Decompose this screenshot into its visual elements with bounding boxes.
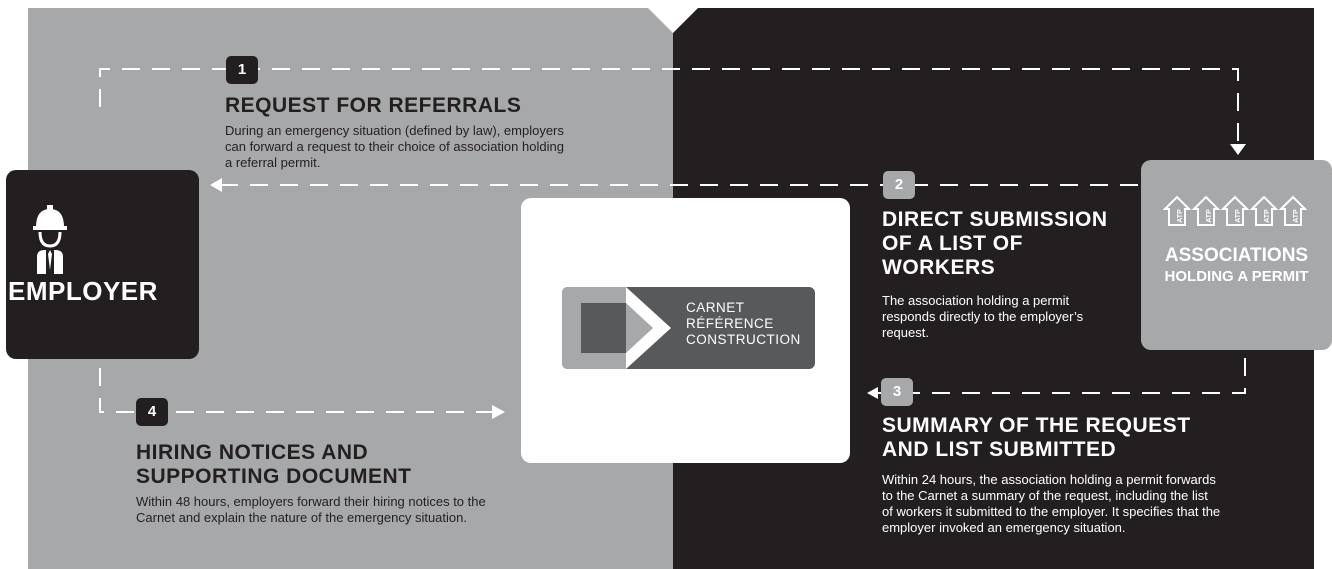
associations-sublabel: HOLDING A PERMIT: [1164, 268, 1309, 285]
step-1-title: REQUEST FOR REFERRALS: [225, 94, 522, 117]
svg-text:ATP: ATP: [1293, 209, 1300, 223]
step-2-desc-line: request.: [882, 325, 929, 340]
step-2-title-line: DIRECT SUBMISSION: [882, 208, 1108, 231]
flow-line-1: [99, 68, 1239, 142]
atp-house-icon: ATP: [1163, 195, 1192, 226]
step-1-desc-line: a referral permit.: [225, 155, 321, 170]
associations-box: ATP ATP ATP ATP ATP ASSOCIATIONS HOLDING A P…: [1141, 160, 1332, 350]
step-2-desc-line: The association holding a permit: [882, 293, 1070, 308]
atp-house-icon-group: ATP ATP ATP ATP ATP: [1163, 195, 1308, 226]
employer-label: EMPLOYER: [8, 276, 158, 306]
svg-text:ATP: ATP: [1177, 209, 1184, 223]
step-3-desc-line: employer invoked an emergency situation.: [882, 520, 1126, 535]
step-3-title-line: AND LIST SUBMITTED: [882, 438, 1117, 461]
step-3-desc-line: to the Carnet a summary of the request, …: [882, 488, 1208, 503]
step-3-desc: Within 24 hours, the association holding…: [882, 472, 1220, 536]
construction-worker-icon: [33, 205, 67, 274]
flow-line-4: [99, 368, 492, 413]
step-4-title: HIRING NOTICES AND SUPPORTING DOCUMENT: [136, 441, 412, 489]
carnet-line2: RÉFÉRENCE: [686, 316, 774, 331]
step-1-badge: 1: [226, 56, 258, 84]
step-2-title-line: WORKERS: [882, 256, 996, 279]
step-4-desc: Within 48 hours, employers forward their…: [136, 494, 486, 526]
step-3-title: SUMMARY OF THE REQUEST AND LIST SUBMITTE…: [882, 414, 1191, 462]
step-4-title-line: HIRING NOTICES AND: [136, 441, 369, 464]
arrowhead-left: [210, 178, 222, 192]
arrowhead-left-3: [867, 387, 878, 399]
atp-house-icon: ATP: [1249, 195, 1279, 226]
carnet-line1: CARNET: [686, 300, 745, 315]
atp-house-icon: ATP: [1278, 195, 1308, 226]
step-3-title-line: SUMMARY OF THE REQUEST: [882, 414, 1191, 437]
step-4-badge: 4: [136, 398, 168, 426]
step-1-desc-line: can forward a request to their choice of…: [225, 139, 564, 154]
step-2-title: DIRECT SUBMISSION OF A LIST OF WORKERS: [882, 208, 1108, 280]
employer-panel: [28, 8, 673, 569]
step-4-title-line: SUPPORTING DOCUMENT: [136, 465, 412, 488]
step-3-desc-line: of workers it submitted to the employer.…: [882, 504, 1221, 519]
step-3-badge: 3: [881, 378, 913, 406]
flow-line-3: [878, 358, 1246, 394]
step-2-desc: The association holding a permit respond…: [882, 293, 1083, 341]
employer-box: EMPLOYER: [6, 170, 199, 359]
svg-text:ATP: ATP: [1206, 209, 1213, 223]
atp-house-icon: ATP: [1220, 195, 1250, 226]
associations-label: ASSOCIATIONS: [1164, 245, 1309, 266]
step-2-title-line: OF A LIST OF: [882, 232, 1023, 255]
step-1-desc-line: During an emergency situation (defined b…: [225, 123, 564, 138]
carnet-line3: CONSTRUCTION: [686, 332, 801, 347]
atp-house-icon: ATP: [1191, 195, 1221, 226]
step-2-desc-line: responds directly to the employer’s: [882, 309, 1084, 324]
arrowhead-right: [492, 405, 505, 419]
arrowhead-down: [1230, 144, 1246, 155]
step-4-desc-line: Carnet and explain the nature of the eme…: [136, 510, 467, 525]
carnet-box: CARNET RÉFÉRENCE CONSTRUCTION: [521, 198, 850, 463]
step-4-desc-line: Within 48 hours, employers forward their…: [136, 494, 486, 509]
svg-text:ATP: ATP: [1235, 209, 1242, 223]
step-3-desc-line: Within 24 hours, the association holding…: [882, 472, 1216, 487]
svg-text:ATP: ATP: [1264, 209, 1271, 223]
step-2-badge: 2: [883, 171, 915, 199]
step-1-desc: During an emergency situation (defined b…: [225, 123, 564, 171]
carnet-logo: [562, 287, 815, 369]
